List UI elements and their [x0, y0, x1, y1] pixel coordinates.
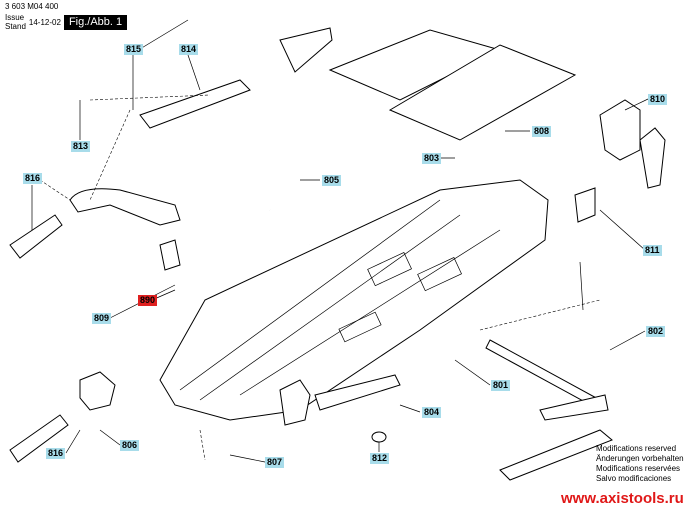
- grip-816-bottom: [9, 414, 69, 463]
- doc-number: 3 603 M04 400: [5, 2, 59, 11]
- part-label-809[interactable]: 809: [92, 313, 112, 324]
- note-es: Salvo modificaciones: [596, 474, 672, 483]
- base-plate: [159, 179, 549, 421]
- issue-stand: Issue Stand: [5, 13, 26, 31]
- part-label-803[interactable]: 803: [422, 153, 442, 164]
- note-en: Modifications reserved: [596, 444, 677, 453]
- stand-label: Stand: [5, 22, 26, 31]
- part-label-805[interactable]: 805: [322, 175, 342, 186]
- part-label-810[interactable]: 810: [648, 94, 668, 105]
- part-label-890[interactable]: 890: [138, 295, 158, 306]
- knob-810: [599, 99, 641, 161]
- part-label-816[interactable]: 816: [23, 173, 43, 184]
- figure-title: Fig./Abb. 1: [63, 14, 128, 30]
- part-label-802[interactable]: 802: [646, 326, 666, 337]
- watermark-url: www.axistools.ru: [561, 490, 684, 507]
- issue-date: 14-12-02: [28, 17, 61, 27]
- part-label-815[interactable]: 815: [124, 44, 144, 55]
- handle: [69, 188, 181, 226]
- part-label-816-lower[interactable]: 816: [46, 448, 66, 459]
- part-label-814[interactable]: 814: [179, 44, 199, 55]
- part-label-811[interactable]: 811: [643, 245, 662, 256]
- part-label-813[interactable]: 813: [71, 141, 91, 152]
- part-label-812[interactable]: 812: [370, 453, 390, 464]
- part-label-807[interactable]: 807: [265, 457, 285, 468]
- part-label-806[interactable]: 806: [120, 440, 140, 451]
- header-row: Issue Stand 14-12-02 Fig./Abb. 1: [5, 13, 128, 31]
- note-fr: Modifications reservées: [596, 464, 681, 473]
- note-de: Änderungen vorbehalten: [596, 454, 684, 463]
- grip-816-top: [9, 214, 63, 259]
- part-label-808[interactable]: 808: [532, 126, 552, 137]
- ruler: [485, 339, 601, 409]
- issue-label: Issue: [5, 13, 25, 22]
- modifications-note: Modifications reserved Änderungen vorbeh…: [596, 444, 684, 484]
- part-label-801[interactable]: 801: [491, 380, 511, 391]
- support-plate-2: [388, 44, 577, 141]
- part-label-804[interactable]: 804: [422, 407, 442, 418]
